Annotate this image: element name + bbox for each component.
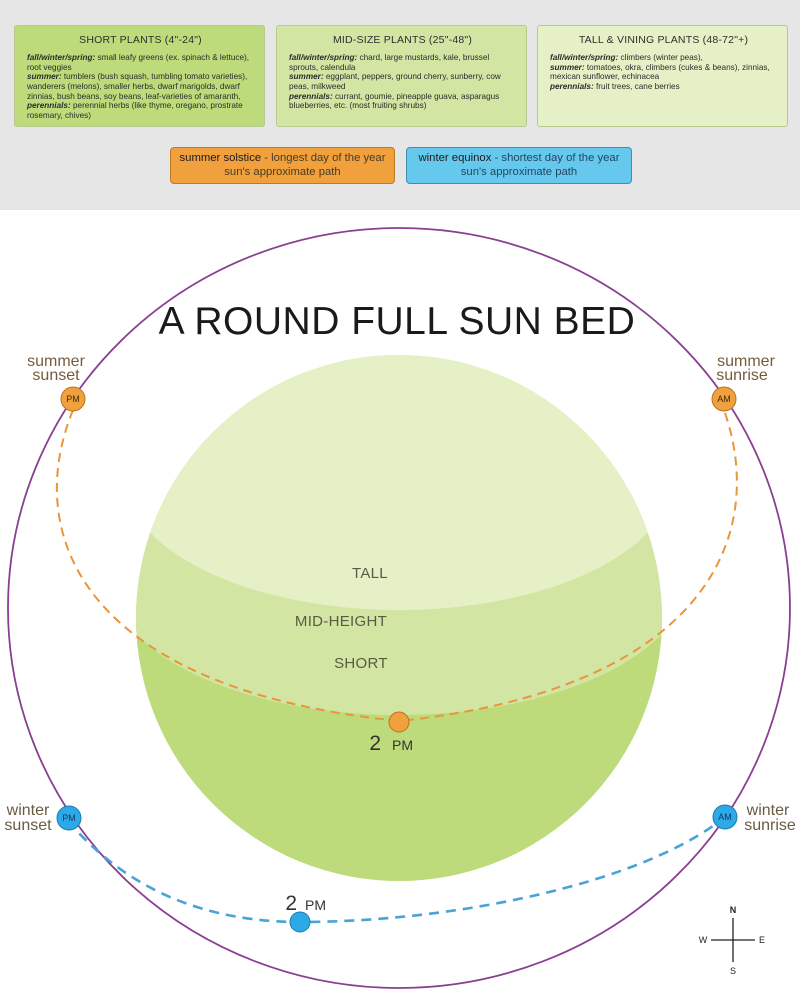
tall-plants-title: TALL & VINING PLANTS (48-72"+) xyxy=(578,34,749,46)
summer-key-line2: sun's approximate path xyxy=(224,166,341,179)
winter-sunset-marker: PM xyxy=(56,805,82,831)
bed-tall-zone xyxy=(136,355,662,610)
summer-solstice-key: summer solstice - longest day of the yea… xyxy=(170,147,395,184)
sun-circle-icon xyxy=(712,804,738,830)
diagram-title: A ROUND FULL SUN BED xyxy=(159,300,636,343)
winter-sunrise-am-text: AM xyxy=(718,812,732,822)
short-plants-box: SHORT PLANTS (4"-24") fall/winter/spring… xyxy=(14,25,265,127)
summer-key-line1: summer solstice - longest day of the yea… xyxy=(171,151,394,165)
legend-panel: SHORT PLANTS (4"-24") fall/winter/spring… xyxy=(0,0,800,210)
tall-plants-row-text: climbers (winter peas), xyxy=(618,53,703,63)
sun-circle-icon xyxy=(60,386,86,412)
winter-2pm-suffix: PM xyxy=(305,897,326,913)
summer-sunrise-am-text: AM xyxy=(717,394,731,404)
mid-plants-row-text: chard, large mustards, kale, brussel spr… xyxy=(289,53,490,72)
winter-key-line1: winter equinox - shortest day of the yea… xyxy=(407,151,631,165)
compass-west: W xyxy=(699,935,708,945)
mid-plants-row-label: fall/winter/spring: xyxy=(289,53,358,63)
summer-2pm-suffix: PM xyxy=(392,737,413,753)
winter-sunrise-label-line2: sunrise xyxy=(744,817,796,834)
garden-bed xyxy=(136,355,662,881)
tall-plants-box: TALL & VINING PLANTS (48-72"+) fall/wint… xyxy=(537,25,788,127)
mid-plants-title: MID-SIZE PLANTS (25"-48") xyxy=(332,34,473,46)
compass-south: S xyxy=(730,966,736,976)
winter-key-line2: sun's approximate path xyxy=(460,166,578,179)
winter-key-desc: - shortest day of the year xyxy=(491,152,620,164)
short-plants-row: fall/winter/spring: small leafy greens (… xyxy=(27,53,254,72)
tall-plants-row-label: perennials: xyxy=(550,82,594,92)
tall-plants-row-text: tomatoes, okra, climbers (cukes & beans)… xyxy=(550,62,770,82)
short-plants-title: SHORT PLANTS (4"-24") xyxy=(79,34,202,46)
zone-label-tall: TALL xyxy=(352,565,388,582)
mid-plants-row: fall/winter/spring: chard, large mustard… xyxy=(289,53,516,72)
winter-sunset-label-line1: winter xyxy=(6,802,50,819)
summer-sunrise-marker: AM xyxy=(711,386,737,412)
short-plants-row-label: fall/winter/spring: xyxy=(27,53,96,63)
mid-plants-row-text: currant, goumie, pineapple guava, aspara… xyxy=(289,91,500,111)
tall-plants-row-label: fall/winter/spring: xyxy=(550,53,619,63)
tall-plants-row-label: summer: xyxy=(550,62,585,72)
zone-label-mid-height: MID-HEIGHT xyxy=(295,613,387,630)
mid-plants-row-label: summer: xyxy=(289,72,324,82)
short-plants-row-text: tumblers (bush squash, tumbling tomato v… xyxy=(27,72,248,101)
summer-sunrise-label-line2: sunrise xyxy=(716,367,768,384)
short-plants-row-text: perennial herbs (like thyme, oregano, pr… xyxy=(27,101,243,120)
summer-sunset-label-line1: summer xyxy=(27,353,85,370)
mid-plants-row-label: perennials: xyxy=(289,91,333,101)
summer-2pm-number: 2 xyxy=(369,732,381,755)
mid-plants-row: perennials: currant, goumie, pineapple g… xyxy=(289,92,516,111)
winter-equinox-key: winter equinox - shortest day of the yea… xyxy=(406,147,632,184)
tall-plants-row: fall/winter/spring: climbers (winter pea… xyxy=(550,53,777,63)
short-plants-row-text: small leafy greens (ex. spinach & lettuc… xyxy=(27,53,250,72)
summer-sun-path xyxy=(55,409,738,723)
mid-plants-box: MID-SIZE PLANTS (25"-48") fall/winter/sp… xyxy=(276,25,527,127)
winter-2pm-number: 2 xyxy=(285,892,297,915)
summer-sunset-pm-text: PM xyxy=(66,394,80,404)
winter-sunrise-marker: AM xyxy=(712,804,738,830)
horizon-ring xyxy=(7,227,791,989)
summer-sunset-marker: PM xyxy=(60,386,86,412)
tall-plants-row: perennials: fruit trees, cane berries xyxy=(550,82,777,92)
summer-key-name: summer solstice xyxy=(179,152,262,164)
winter-sun-path xyxy=(67,815,726,924)
compass-rose: N S W E xyxy=(699,905,765,976)
winter-sunset-pm-text: PM xyxy=(62,813,76,823)
summer-sunset-label-line2: sunset xyxy=(32,367,80,384)
tall-plants-row: summer: tomatoes, okra, climbers (cukes … xyxy=(550,63,777,82)
short-plants-row-label: summer: xyxy=(27,72,62,82)
mid-plants-row-text: eggplant, peppers, ground cherry, sunber… xyxy=(289,72,501,92)
zone-label-short: SHORT xyxy=(334,655,388,672)
short-plants-row-label: perennials: xyxy=(27,101,71,111)
sun-circle-icon xyxy=(56,805,82,831)
summer-key-desc: - longest day of the year xyxy=(261,152,386,164)
compass-east: E xyxy=(759,935,765,945)
winter-sunset-label-line2: sunset xyxy=(4,817,52,834)
compass-north: N xyxy=(730,905,737,915)
winter-key-name: winter equinox xyxy=(418,152,492,164)
short-plants-row: perennials: perennial herbs (like thyme,… xyxy=(27,101,254,120)
winter-2pm-sun-icon xyxy=(289,911,311,933)
winter-sunrise-label-line1: winter xyxy=(746,802,790,819)
short-plants-row: summer: tumblers (bush squash, tumbling … xyxy=(27,72,254,101)
summer-sunrise-label-line1: summer xyxy=(717,353,775,370)
mid-plants-row: summer: eggplant, peppers, ground cherry… xyxy=(289,72,516,91)
sun-circle-icon xyxy=(711,386,737,412)
summer-2pm-sun-icon xyxy=(388,711,410,733)
tall-plants-row-text: fruit trees, cane berries xyxy=(593,82,680,92)
